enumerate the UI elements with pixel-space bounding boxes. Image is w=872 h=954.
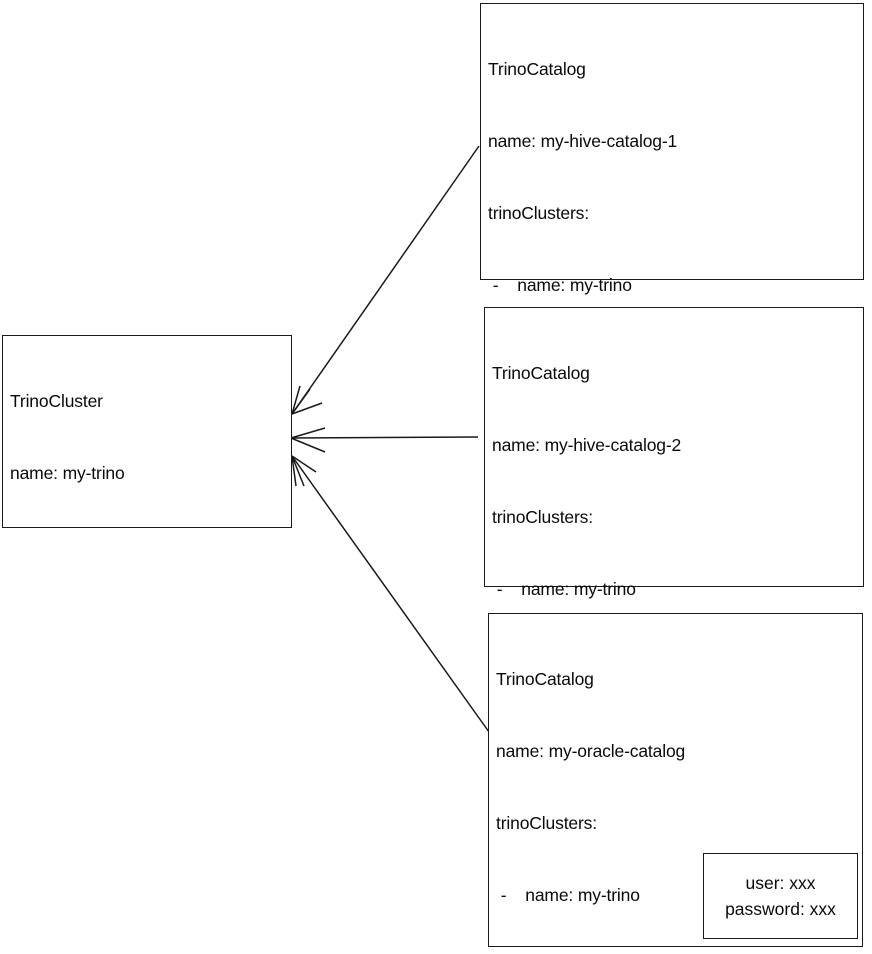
catalog-line: - name: my-trino	[496, 885, 640, 905]
catalog-line: name: my-oracle-catalog	[496, 741, 686, 761]
catalog-line: trinoClusters:	[492, 507, 593, 527]
edge-catalog-1-to-cluster	[291, 145, 480, 415]
catalog-3-yaml: TrinoCatalog name: my-oracle-catalog tri…	[496, 619, 858, 954]
secret-line: password: xxx	[725, 899, 836, 919]
catalog-line: TrinoCatalog	[488, 59, 586, 79]
node-trino-cluster[interactable]: TrinoCluster name: my-trino	[2, 335, 292, 528]
edge-catalog-2-to-cluster	[290, 427, 479, 453]
node-trino-catalog-my-oracle-catalog[interactable]: TrinoCatalog name: my-oracle-catalog tri…	[488, 613, 863, 947]
catalog-line: TrinoCatalog	[492, 363, 590, 383]
edge-catalog-3-to-cluster	[291, 455, 490, 733]
secret-line: user: xxx	[745, 873, 816, 893]
node-trino-catalog-my-hive-catalog-2[interactable]: TrinoCatalog name: my-hive-catalog-2 tri…	[484, 307, 864, 887]
catalog-line: trinoClusters:	[496, 813, 597, 833]
catalog-line: - name: my-trino	[488, 275, 632, 295]
catalog-line: name: my-hive-catalog-2	[492, 435, 682, 455]
catalog-line: name: my-hive-catalog-1	[488, 131, 678, 151]
cluster-line: name: my-trino	[10, 463, 125, 483]
cluster-line: TrinoCluster	[10, 391, 103, 411]
node-oracle-credentials-secret[interactable]: user: xxx password: xxx	[703, 853, 858, 939]
catalog-line: trinoClusters:	[488, 203, 589, 223]
catalog-line: TrinoCatalog	[496, 669, 594, 689]
catalog-line: - name: my-trino	[492, 579, 636, 599]
node-trino-catalog-my-hive-catalog-1[interactable]: TrinoCatalog name: my-hive-catalog-1 tri…	[480, 3, 864, 655]
trino-cluster-yaml: TrinoCluster name: my-trino	[10, 341, 287, 533]
